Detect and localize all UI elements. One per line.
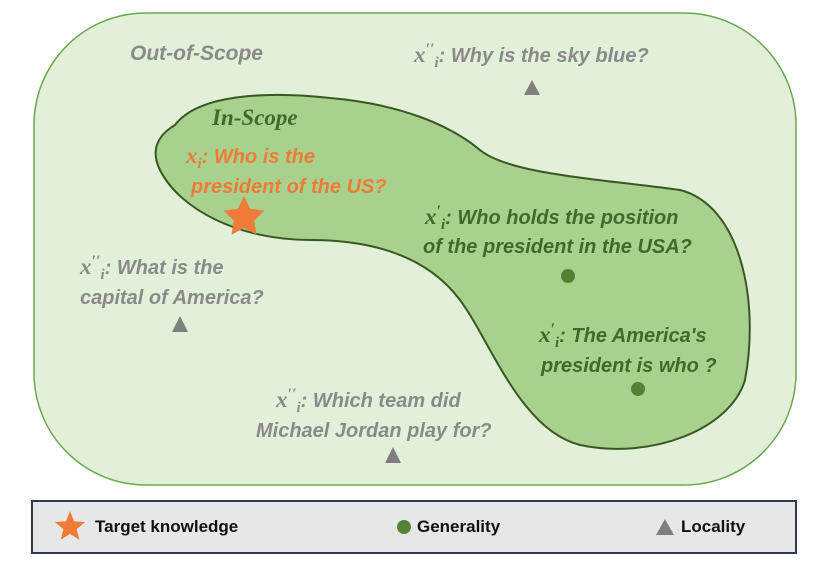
target-var: x xyxy=(185,143,198,168)
locality-triangle-icon xyxy=(524,80,540,95)
locality-question-2: x′′i: What is the capital of America? xyxy=(79,253,264,309)
target-sub: i xyxy=(198,156,203,172)
generality-dot-icon xyxy=(631,382,645,396)
triangle-icon xyxy=(656,519,674,535)
legend-target-label: Target knowledge xyxy=(95,517,239,536)
locality-triangle-icon xyxy=(385,447,401,463)
target-star-icon xyxy=(223,196,265,235)
in-scope-region xyxy=(154,93,751,450)
legend-generality-label: Generality xyxy=(417,517,501,536)
svg-text:of the president in the USA?: of the president in the USA? xyxy=(423,236,692,258)
svg-text:x′i: Who holds the position: x′i: Who holds the position xyxy=(424,203,678,233)
knowledge-scope-diagram: Out-of-Scope In-Scope xi: Who is the pre… xyxy=(33,12,797,486)
dot-icon xyxy=(397,520,411,534)
legend-locality: Locality xyxy=(655,502,745,552)
svg-text:Michael Jordan play for?: Michael Jordan play for? xyxy=(256,420,492,442)
legend-locality-label: Locality xyxy=(681,517,746,536)
locality-triangle-icon xyxy=(172,316,188,332)
generality-dot-icon xyxy=(561,269,575,283)
target-line1: : Who is the xyxy=(202,146,315,168)
svg-text:capital of America?: capital of America? xyxy=(80,287,264,309)
svg-text:x′i: The America's: x′i: The America's xyxy=(538,321,707,351)
svg-text:x′′i: Which team did: x′′i: Which team did xyxy=(275,386,461,416)
target-line2: president of the US? xyxy=(190,176,387,198)
out-of-scope-label: Out-of-Scope xyxy=(130,42,263,65)
legend-generality: Generality xyxy=(396,502,500,552)
legend-target: Target knowledge xyxy=(53,502,238,552)
svg-text:xi: Who is the: xi: Who is the xyxy=(185,143,315,172)
locality-question-1: x′′i: Why is the sky blue? xyxy=(413,41,649,71)
generality-question-2: x′i: The America's president is who ? xyxy=(538,321,717,377)
star-icon xyxy=(54,511,86,540)
locality-question-3: x′′i: Which team did Michael Jordan play… xyxy=(256,386,492,442)
target-question: xi: Who is the president of the US? xyxy=(185,143,387,198)
svg-text:president is who ?: president is who ? xyxy=(540,355,717,377)
generality-question-1: x′i: Who holds the position of the presi… xyxy=(423,203,692,258)
svg-text:x′′i: What is the: x′′i: What is the xyxy=(79,253,224,283)
in-scope-label: In-Scope xyxy=(211,105,298,130)
svg-text:x′′i: Why is the sky blue?: x′′i: Why is the sky blue? xyxy=(413,41,649,71)
legend: Target knowledge Generality Locality xyxy=(31,500,797,554)
